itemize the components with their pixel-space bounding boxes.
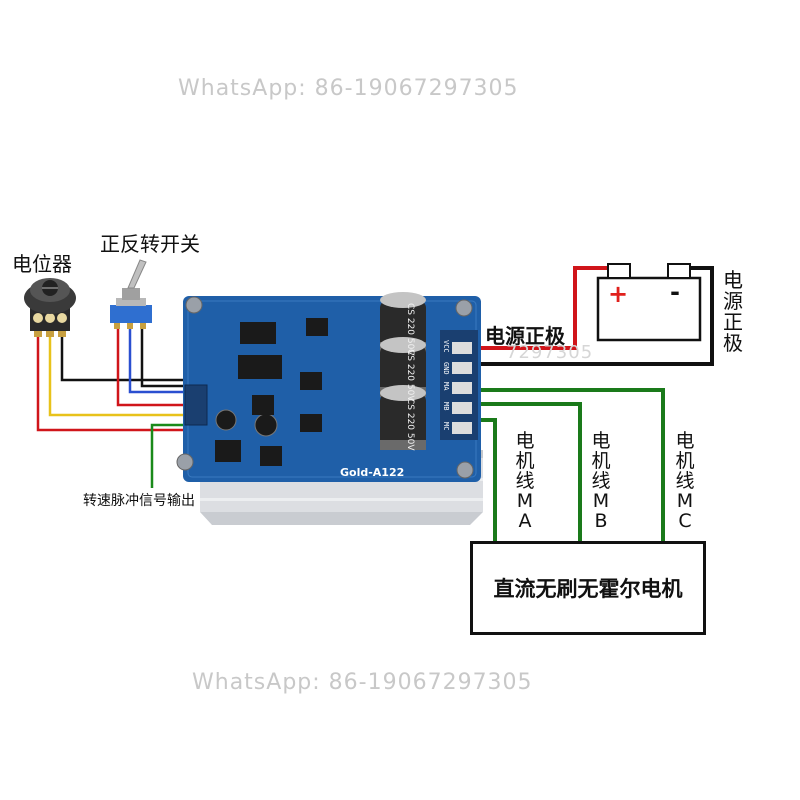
wire-switch-black <box>140 325 190 388</box>
pin-mc: MC <box>442 422 450 431</box>
capacitor-3 <box>380 385 426 450</box>
wire-mb <box>478 402 582 545</box>
wire-switch-blue <box>128 325 190 394</box>
wire-power-black <box>478 266 714 366</box>
wire-speed-green <box>150 423 190 488</box>
watermark-top: WhatsApp: 86-19067297305 <box>178 76 519 101</box>
motor-line-b-label: 电机线MB <box>591 430 611 532</box>
toggle-switch-graphic <box>110 259 152 329</box>
pin-gnd: GND <box>442 362 450 375</box>
wire-pot-red <box>36 335 190 432</box>
wire-switch-red <box>116 325 190 407</box>
motor-line-a-label: 电机线MA <box>515 430 535 532</box>
pin-vcc: VCC <box>442 340 450 353</box>
battery-positive-sign: + <box>608 280 629 308</box>
speed-pulse-output-label: 转速脉冲信号输出 <box>83 493 195 509</box>
battery <box>596 263 702 342</box>
power-positive-label: 电源正极 <box>485 324 565 348</box>
capacitor-3-label: CS 220 50V <box>405 398 415 451</box>
pin-mb: MB <box>442 402 450 411</box>
watermark-bottom: WhatsApp: 86-19067297305 <box>192 670 533 695</box>
power-negative-label: 电源正极 <box>723 268 743 355</box>
capacitor-2-label: CS 220 50V <box>405 349 415 402</box>
watermark-board-overlay: 7297305 <box>506 342 594 363</box>
motor-label: 直流无刷无霍尔电机 <box>493 577 683 601</box>
controller-board <box>176 292 481 482</box>
wire-pot-yellow <box>48 335 190 417</box>
wire-mc <box>478 388 665 545</box>
direction-switch-label: 正反转开关 <box>100 232 200 256</box>
wire-power-red <box>478 266 622 350</box>
motor-box: 直流无刷无霍尔电机 <box>470 541 706 635</box>
motor-wires <box>478 388 665 545</box>
pin-ma: MA <box>442 382 450 391</box>
wire-ma <box>478 418 497 545</box>
potentiometer-graphic <box>24 278 76 337</box>
potentiometer-label: 电位器 <box>12 252 72 276</box>
capacitor-1-label: CS 220 50V <box>405 303 415 356</box>
control-wires <box>36 325 190 488</box>
motor-line-c-label: 电机线MC <box>675 430 695 532</box>
power-wires <box>478 266 714 366</box>
battery-negative-sign: - <box>670 278 680 306</box>
board-model: Gold-A122 <box>340 466 405 479</box>
wire-pot-black <box>60 335 190 382</box>
